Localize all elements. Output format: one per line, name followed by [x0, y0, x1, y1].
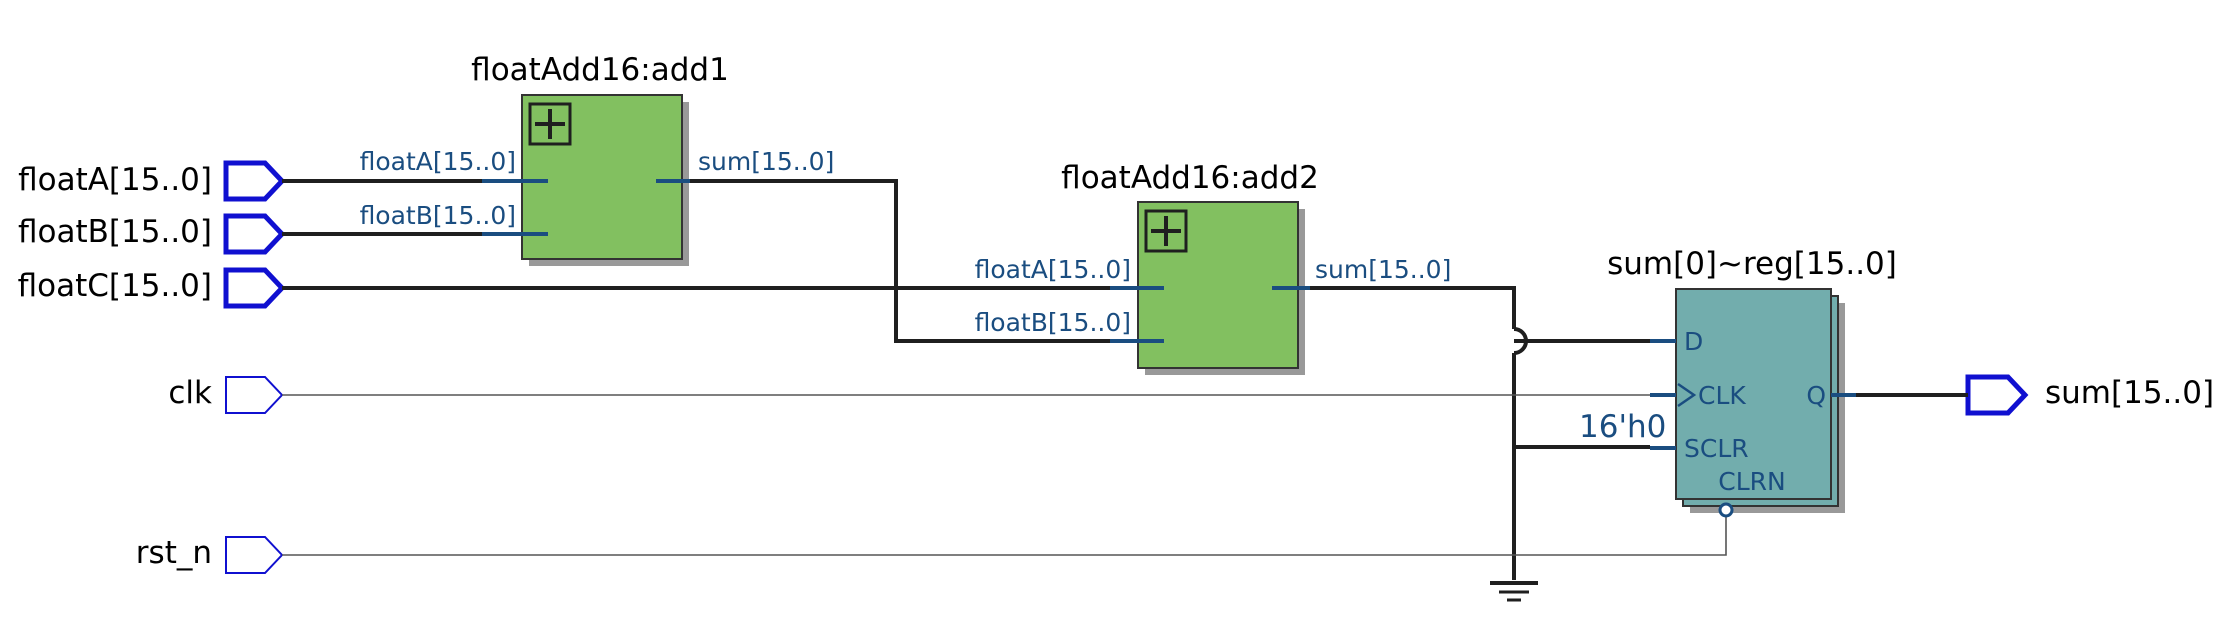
block-title-reg: sum[0]~reg[15..0] [1607, 246, 1897, 282]
input-port-symbol [223, 213, 286, 255]
pin-label-sum: sum[15..0] [1315, 255, 1451, 284]
port-label-floatB: floatB[15..0] [18, 214, 212, 250]
block-body [1675, 288, 1832, 500]
input-port-symbol [225, 376, 284, 414]
input-port-floatC[interactable]: floatC[15..0] [18, 267, 286, 309]
port-label-sum: sum[15..0] [2045, 375, 2214, 411]
output-port-sum[interactable]: sum[15..0] [1965, 374, 2214, 416]
pin-label-sclr: SCLR [1684, 434, 1749, 463]
wire-rst_n[interactable] [282, 516, 1727, 556]
clock-triangle-icon [1677, 382, 1697, 408]
pin-label-d: D [1684, 327, 1703, 356]
port-label-clk: clk [168, 375, 212, 411]
inversion-bubble-icon [1718, 502, 1734, 518]
pin-label-floatB: floatB[15..0] [975, 308, 1131, 337]
input-port-floatB[interactable]: floatB[15..0] [18, 213, 286, 255]
ground-icon [1490, 581, 1538, 602]
input-port-rst_n[interactable]: rst_n [136, 535, 284, 574]
pin-label-sum: sum[15..0] [698, 147, 834, 176]
pin-label-floatB: floatB[15..0] [360, 201, 516, 230]
wire-add2-sum-a[interactable] [1305, 286, 1516, 329]
plus-box-icon[interactable] [1144, 209, 1188, 253]
input-port-symbol [225, 536, 284, 574]
pin-label-clk: CLK [1698, 381, 1746, 410]
port-label-rst_n: rst_n [136, 535, 212, 571]
input-port-symbol [223, 267, 286, 309]
port-label-floatC: floatC[15..0] [18, 268, 212, 304]
plus-box-icon[interactable] [528, 102, 572, 146]
input-port-clk[interactable]: clk [168, 375, 284, 414]
sclr-constant-label: 16'h0 [1579, 409, 1666, 445]
output-port-symbol [1965, 374, 2029, 416]
wire-add1-sum[interactable] [685, 179, 1137, 343]
input-port-symbol [223, 160, 286, 202]
block-title-add1: floatAdd16:add1 [471, 52, 729, 88]
adder-block-add1[interactable]: floatAdd16:add1 floatA[15..0] floatB[15.… [360, 52, 835, 266]
pin-label-clrn: CLRN [1718, 467, 1785, 496]
port-label-floatA: floatA[15..0] [18, 162, 212, 198]
block-title-add2: floatAdd16:add2 [1061, 160, 1319, 196]
pin-label-floatA: floatA[15..0] [975, 255, 1131, 284]
pin-label-floatA: floatA[15..0] [360, 147, 516, 176]
pin-label-q: Q [1806, 381, 1826, 410]
register-block-sum-reg[interactable]: sum[0]~reg[15..0] D CLK SCLR CLRN Q 16'h… [1579, 246, 1897, 518]
adder-block-add2[interactable]: floatAdd16:add2 floatA[15..0] floatB[15.… [975, 160, 1452, 375]
input-port-floatA[interactable]: floatA[15..0] [18, 160, 286, 202]
